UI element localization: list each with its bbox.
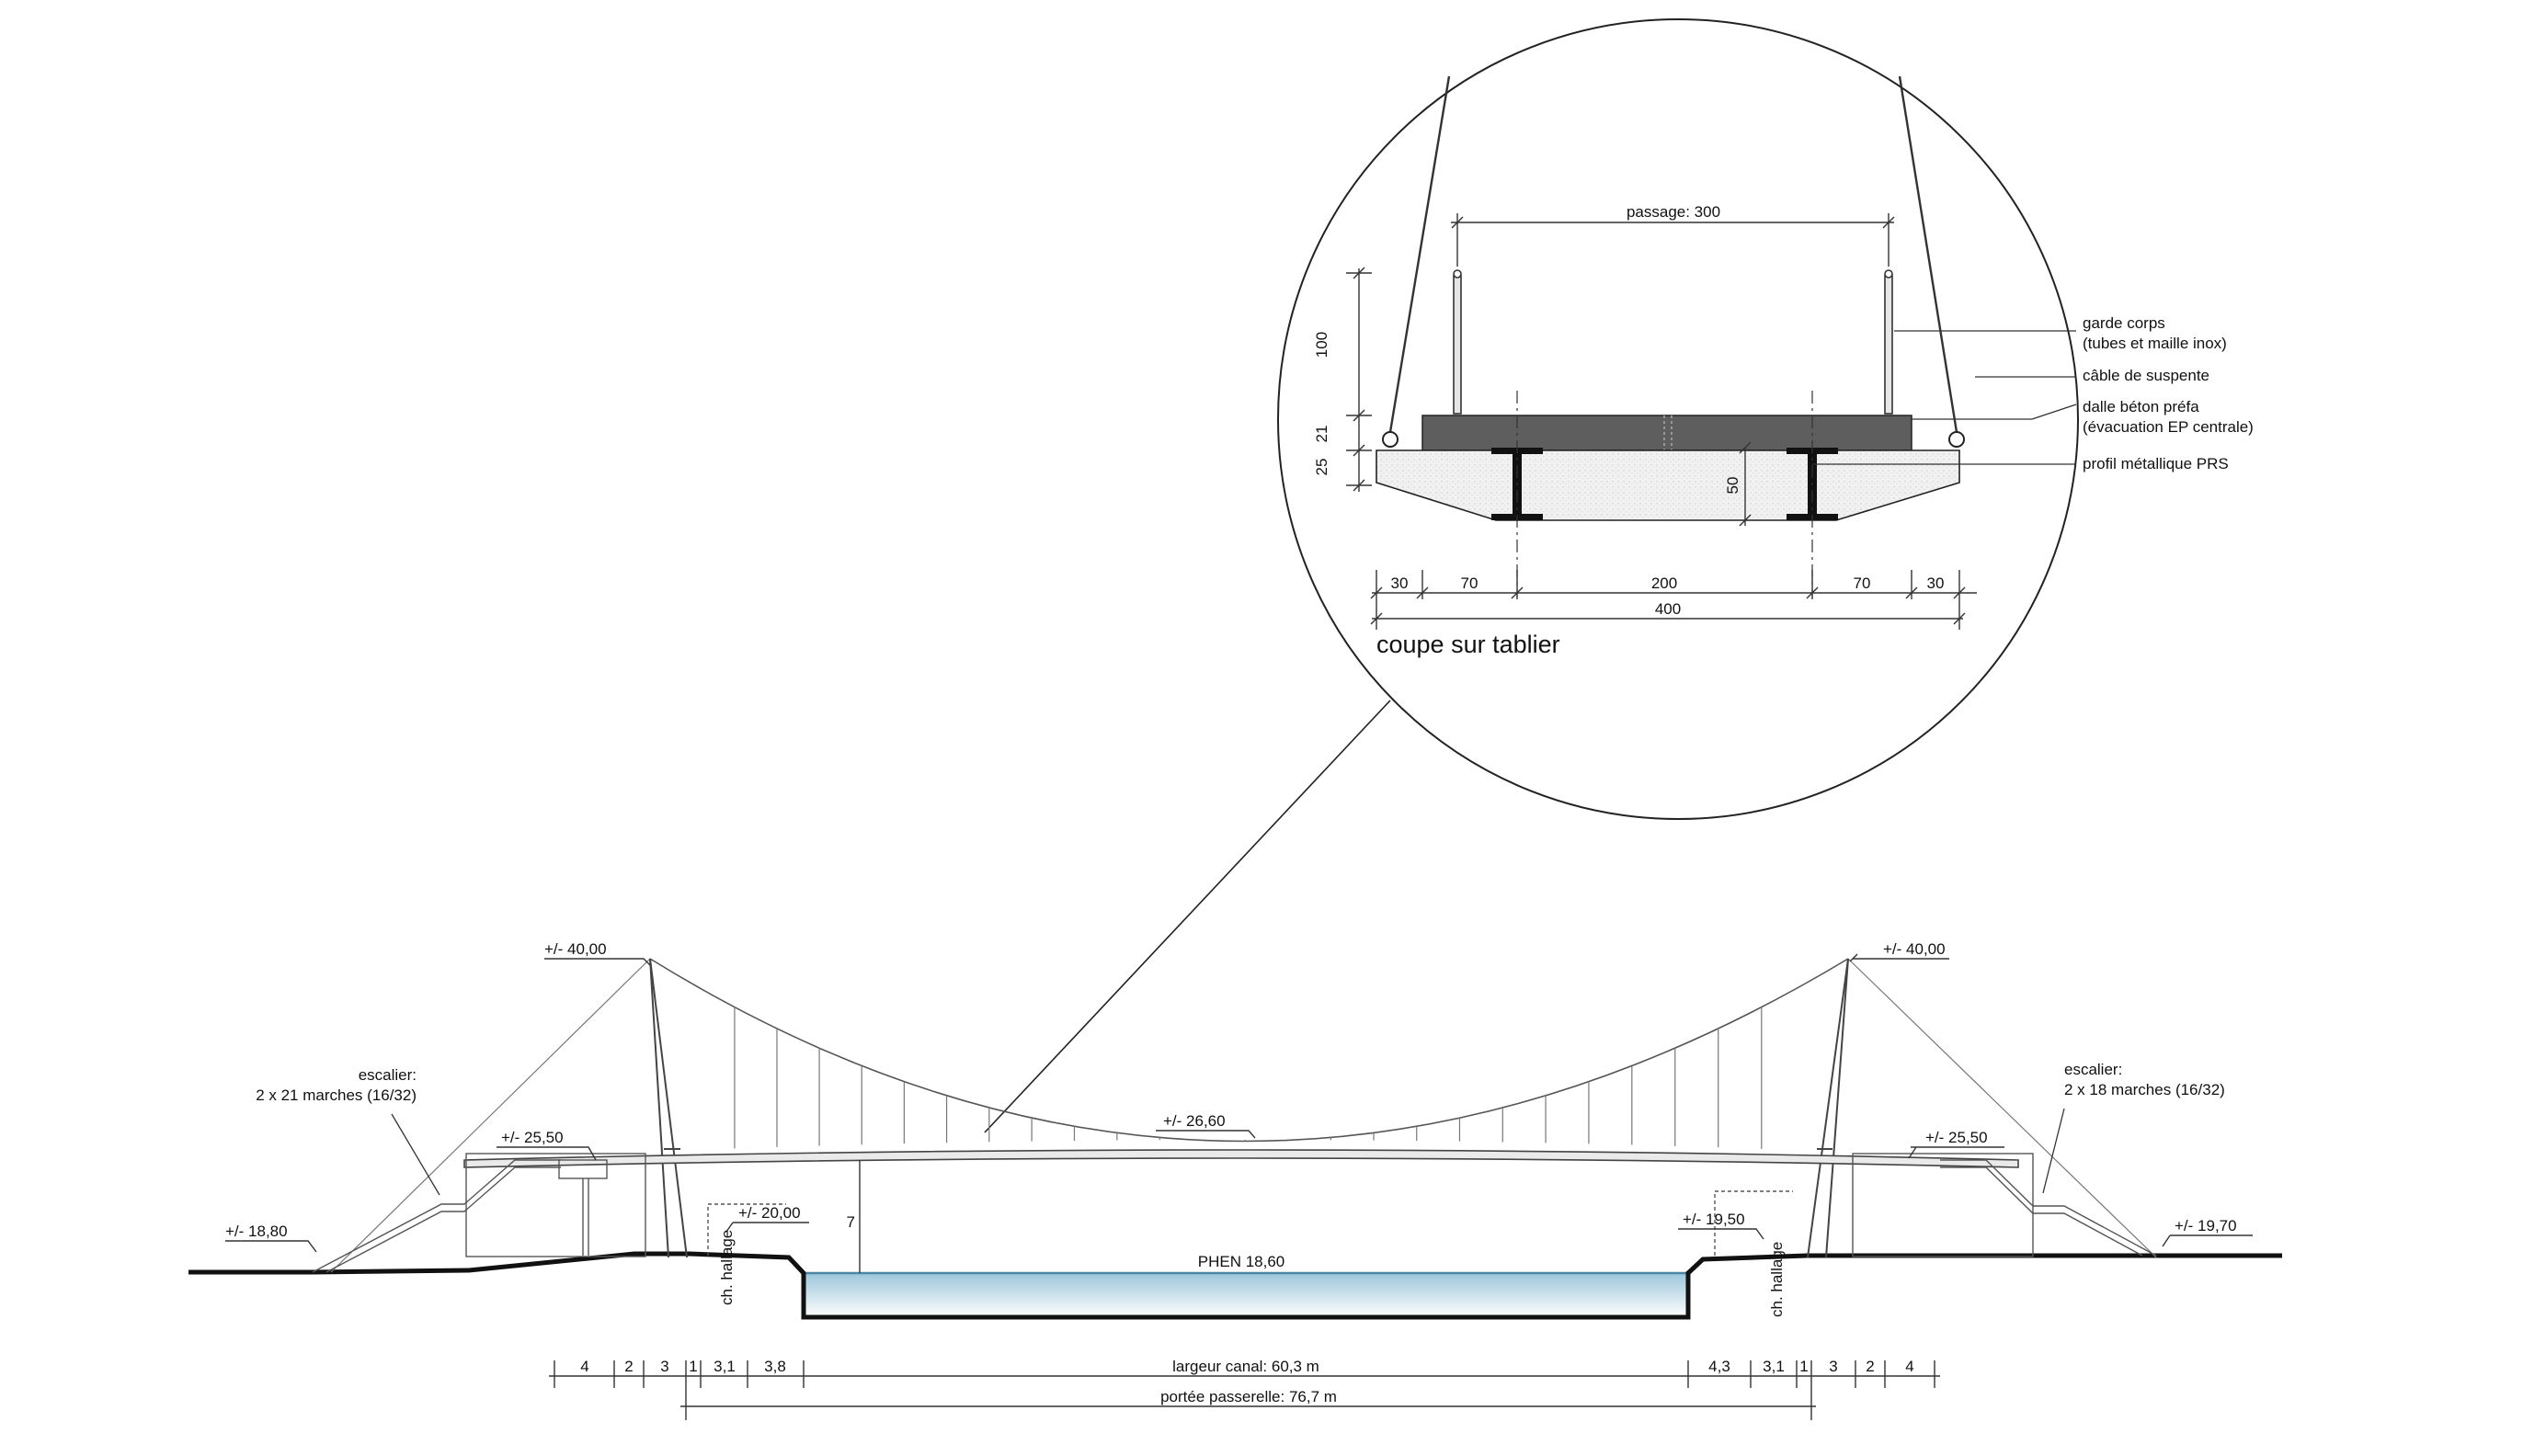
passage-label: passage: 300 bbox=[1627, 203, 1720, 221]
guardrail-right bbox=[1884, 269, 1893, 415]
callout-leaders bbox=[1812, 330, 2077, 465]
guardrail-left bbox=[1453, 269, 1462, 415]
dim-right-2: 3,1 bbox=[1763, 1358, 1785, 1375]
pylon-left bbox=[649, 958, 688, 1258]
passage-dimension bbox=[1451, 213, 1895, 267]
stairs-right-title: escalier: bbox=[2064, 1061, 2122, 1078]
deck-section-detail: passage: 300 100 21 25 50 bbox=[984, 18, 2254, 1133]
width-dim-2: 70 bbox=[1461, 574, 1479, 592]
clearance-label: 7 bbox=[847, 1213, 855, 1231]
suspension-cables bbox=[1388, 75, 1958, 433]
dim-right-5: 2 bbox=[1866, 1358, 1874, 1375]
span-label: portée passerelle: 76,7 m bbox=[1160, 1388, 1337, 1405]
level-landing-right: +/- 25,50 bbox=[1925, 1129, 1988, 1146]
level-landing-left: +/- 25,50 bbox=[501, 1129, 564, 1146]
width-dimension-chain bbox=[1370, 570, 1977, 630]
water-level-label: PHEN 18,60 bbox=[1198, 1253, 1285, 1270]
dim-left-1: 4 bbox=[580, 1358, 588, 1375]
abutment-left bbox=[312, 1153, 786, 1273]
abutment-right bbox=[1714, 1153, 2157, 1257]
callout-cable: câble de suspente bbox=[2083, 367, 2209, 384]
dim-right-1: 4,3 bbox=[1708, 1358, 1730, 1375]
bridge-deck bbox=[463, 1149, 2019, 1168]
bottom-dimension-chain bbox=[549, 1360, 1940, 1420]
width-dim-5: 30 bbox=[1927, 574, 1945, 592]
bridge-elevation: +/- 40,00 +/- 40,00 +/- 26,60 +/- 25,50 … bbox=[188, 940, 2282, 1420]
detail-title: coupe sur tablier bbox=[1376, 631, 1560, 658]
dim-left-3: 3 bbox=[660, 1358, 668, 1375]
callout-profil: profil métallique PRS bbox=[2083, 455, 2229, 472]
dim-left-4: 1 bbox=[689, 1358, 697, 1375]
level-pylon-left: +/- 40,00 bbox=[544, 940, 607, 958]
level-deck-mid: +/- 26,60 bbox=[1163, 1112, 1226, 1130]
pylon-right bbox=[1807, 958, 1849, 1258]
stairs-left-title: escalier: bbox=[359, 1066, 417, 1084]
cable-anchor-right-icon bbox=[1948, 431, 1965, 448]
ground-profile bbox=[188, 1251, 2282, 1320]
dim-right-4: 3 bbox=[1829, 1358, 1837, 1375]
deck-body bbox=[1376, 449, 1960, 521]
detail-leader-line bbox=[984, 700, 1391, 1133]
level-towpath-right: +/- 19,50 bbox=[1683, 1211, 1745, 1228]
stairs-leaders bbox=[391, 1108, 2065, 1196]
canal-water bbox=[804, 1273, 1688, 1317]
vertical-dimensions bbox=[1346, 267, 1752, 527]
canal-width-label: largeur canal: 60,3 m bbox=[1172, 1358, 1319, 1375]
towpath-label-left: ch. hallage bbox=[718, 1230, 736, 1305]
beam-axis-lines bbox=[1516, 391, 1813, 597]
width-dim-4: 70 bbox=[1854, 574, 1871, 592]
stairs-right-detail: 2 x 18 marches (16/32) bbox=[2064, 1081, 2225, 1098]
precast-concrete-slab bbox=[1421, 415, 1912, 451]
slab-thickness-dim: 21 bbox=[1313, 426, 1330, 443]
cable-anchor-left-icon bbox=[1382, 431, 1399, 448]
dim-right-6: 4 bbox=[1905, 1358, 1913, 1375]
level-marks bbox=[225, 953, 2253, 1253]
level-pylon-right: +/- 40,00 bbox=[1883, 940, 1946, 958]
towpath-label-right: ch. hallage bbox=[1768, 1242, 1786, 1317]
dim-left-2: 2 bbox=[624, 1358, 633, 1375]
width-dim-3: 200 bbox=[1651, 574, 1677, 592]
dim-left-5: 3,1 bbox=[714, 1358, 736, 1375]
width-dim-1: 30 bbox=[1391, 574, 1409, 592]
callout-garde-corps-detail: (tubes et maille inox) bbox=[2083, 335, 2227, 352]
callout-dalle: dalle béton préfa bbox=[2083, 398, 2199, 415]
level-towpath-left: +/- 20,00 bbox=[738, 1204, 801, 1222]
dim-right-3: 1 bbox=[1799, 1358, 1808, 1375]
level-ground-left: +/- 18,80 bbox=[225, 1223, 288, 1240]
dim-left-6: 3,8 bbox=[764, 1358, 786, 1375]
hangers bbox=[734, 1007, 1763, 1149]
rail-height-dim: 100 bbox=[1313, 332, 1330, 358]
callout-garde-corps: garde corps bbox=[2083, 314, 2165, 332]
backstay-cables bbox=[330, 958, 2157, 1273]
deck-thickness-dim: 25 bbox=[1313, 459, 1330, 476]
total-width-dim: 400 bbox=[1655, 600, 1681, 618]
detail-circle bbox=[1277, 18, 2079, 820]
level-ground-right: +/- 19,70 bbox=[2175, 1217, 2237, 1234]
main-cable bbox=[649, 958, 1849, 1143]
stairs-left-detail: 2 x 21 marches (16/32) bbox=[256, 1086, 417, 1104]
callout-dalle-detail: (évacuation EP centrale) bbox=[2083, 418, 2254, 436]
beam-height-dim: 50 bbox=[1724, 477, 1741, 495]
